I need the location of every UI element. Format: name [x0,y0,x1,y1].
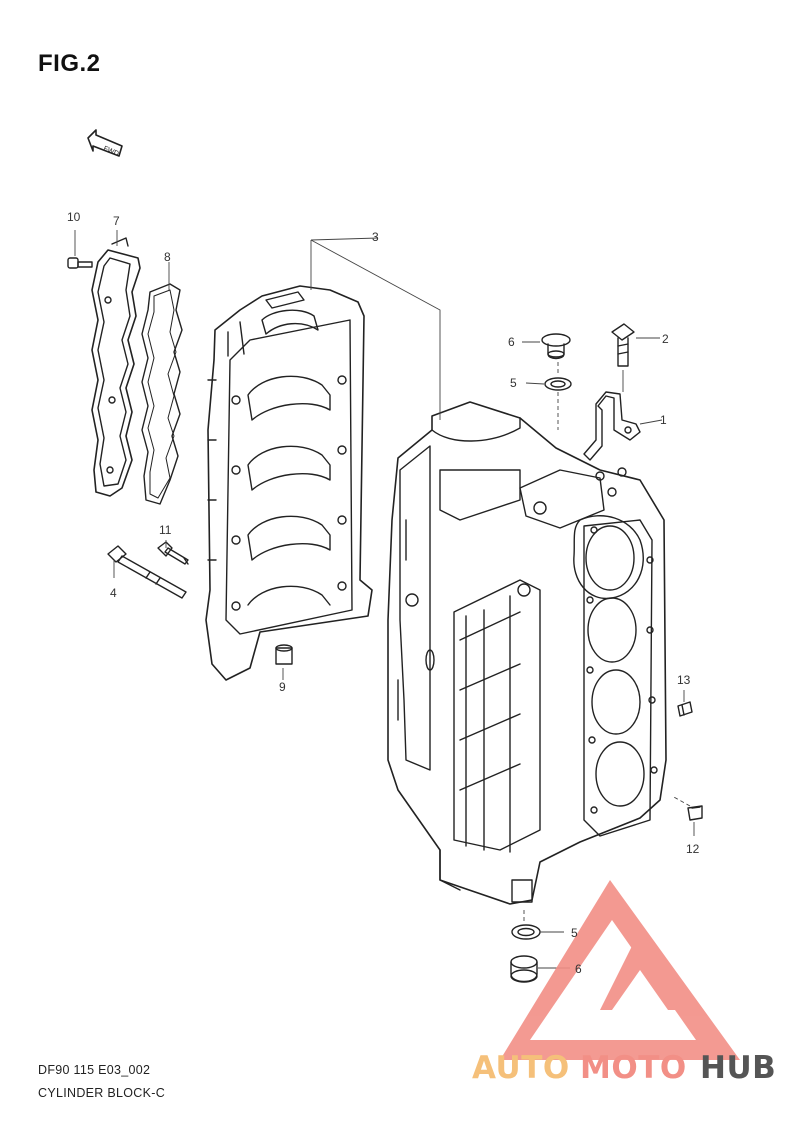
bracket-part-1 [583,391,641,461]
watermark-logo [500,880,740,1060]
bolt-part-10 [67,257,93,269]
callout-5-bottom: 5 [571,926,578,940]
callout-12: 12 [686,842,700,856]
leader-lines [74,230,695,969]
figure-title: FIG.2 [38,50,101,77]
long-bolt-part-4 [107,545,187,599]
gasket-part-8 [141,283,183,505]
plug-part-6-top [541,333,571,360]
plug-part-6-bottom [510,955,538,983]
cylinder-block-part-3 [387,401,667,905]
screw-part-12 [687,805,703,821]
callout-13: 13 [677,673,691,687]
callout-11: 11 [159,523,172,537]
watermark-moto: MOTO [580,1050,687,1086]
callout-6-bottom: 6 [575,962,582,976]
long-bolt-part-11 [157,541,189,565]
callout-8: 8 [164,250,171,264]
diagram-code: DF90 115 E03_002 [38,1063,151,1077]
callout-1: 1 [660,413,667,427]
callout-4: 4 [110,586,117,600]
washer-part-5-bottom [511,924,541,940]
callout-9: 9 [279,680,286,694]
callout-3: 3 [372,230,379,244]
crankcase-part-3-left [205,285,373,681]
callout-5-top: 5 [510,376,517,390]
cover-part-7 [91,237,141,497]
washer-part-5-top [544,377,572,391]
diagram-name: CYLINDER BLOCK-C [38,1086,166,1100]
stud-part-13 [677,701,693,717]
watermark-auto: AUTO [472,1050,570,1086]
watermark-hub: HUB [700,1050,777,1086]
fwd-arrow-icon: FWD [87,129,123,158]
callout-7: 7 [113,214,120,228]
callout-6-top: 6 [508,335,515,349]
callout-10: 10 [67,210,81,224]
callout-2: 2 [662,332,669,346]
dowel-pin-part-9 [275,644,293,665]
bolt-part-2 [611,323,635,367]
